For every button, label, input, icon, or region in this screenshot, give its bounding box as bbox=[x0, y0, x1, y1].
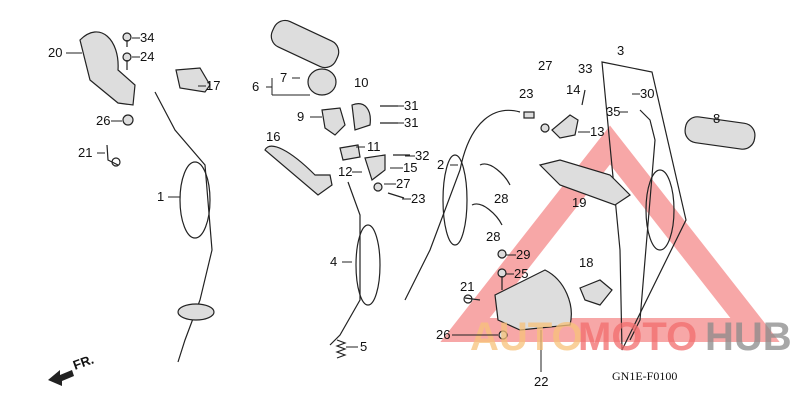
watermark-text: AUTO MOTO HUB bbox=[470, 315, 792, 359]
callout-21: 21 bbox=[78, 145, 92, 160]
callout-22: 22 bbox=[534, 374, 548, 389]
callout-28: 28 bbox=[486, 229, 500, 244]
callout-19: 19 bbox=[572, 195, 586, 210]
callout-14: 14 bbox=[566, 82, 580, 97]
callout-2: 2 bbox=[437, 157, 444, 172]
front-label: FR. bbox=[71, 352, 96, 373]
callout-12: 12 bbox=[338, 164, 352, 179]
callout-6: 6 bbox=[252, 79, 259, 94]
diagram-code: GN1E-F0100 bbox=[612, 369, 677, 383]
callout-23: 23 bbox=[411, 191, 425, 206]
front-arrow-icon bbox=[48, 370, 74, 386]
callout-27: 27 bbox=[538, 58, 552, 73]
callout-15: 15 bbox=[403, 160, 417, 175]
callout-10: 10 bbox=[354, 75, 368, 90]
callout-32: 32 bbox=[415, 148, 429, 163]
callout-29: 29 bbox=[516, 247, 530, 262]
watermark-moto: MOTO bbox=[578, 315, 697, 359]
callout-16: 16 bbox=[266, 129, 280, 144]
watermark-logo bbox=[440, 125, 780, 342]
callout-24: 24 bbox=[140, 49, 154, 64]
callout-18: 18 bbox=[579, 255, 593, 270]
callout-35: 35 bbox=[606, 104, 620, 119]
watermark-auto: AUTO bbox=[470, 315, 583, 359]
callout-26: 26 bbox=[436, 327, 450, 342]
callout-3: 3 bbox=[617, 43, 624, 58]
callout-33: 33 bbox=[578, 61, 592, 76]
callout-20: 20 bbox=[48, 45, 62, 60]
callout-34: 34 bbox=[140, 30, 154, 45]
callout-26: 26 bbox=[96, 113, 110, 128]
callout-13: 13 bbox=[590, 124, 604, 139]
callout-7: 7 bbox=[280, 70, 287, 85]
callout-27: 27 bbox=[396, 176, 410, 191]
callout-31: 31 bbox=[404, 98, 418, 113]
callout-21: 21 bbox=[460, 279, 474, 294]
watermark-hub: HUB bbox=[705, 315, 792, 359]
callout-30: 30 bbox=[640, 86, 654, 101]
callout-23: 23 bbox=[519, 86, 533, 101]
front-direction-marker: FR. bbox=[48, 352, 96, 386]
callout-9: 9 bbox=[297, 109, 304, 124]
callout-31: 31 bbox=[404, 115, 418, 130]
callout-1: 1 bbox=[157, 189, 164, 204]
callout-8: 8 bbox=[713, 111, 720, 126]
callout-25: 25 bbox=[514, 266, 528, 281]
callout-5: 5 bbox=[360, 339, 367, 354]
callout-28: 28 bbox=[494, 191, 508, 206]
callout-11: 11 bbox=[367, 139, 381, 154]
callout-17: 17 bbox=[206, 78, 220, 93]
callout-4: 4 bbox=[330, 254, 337, 269]
